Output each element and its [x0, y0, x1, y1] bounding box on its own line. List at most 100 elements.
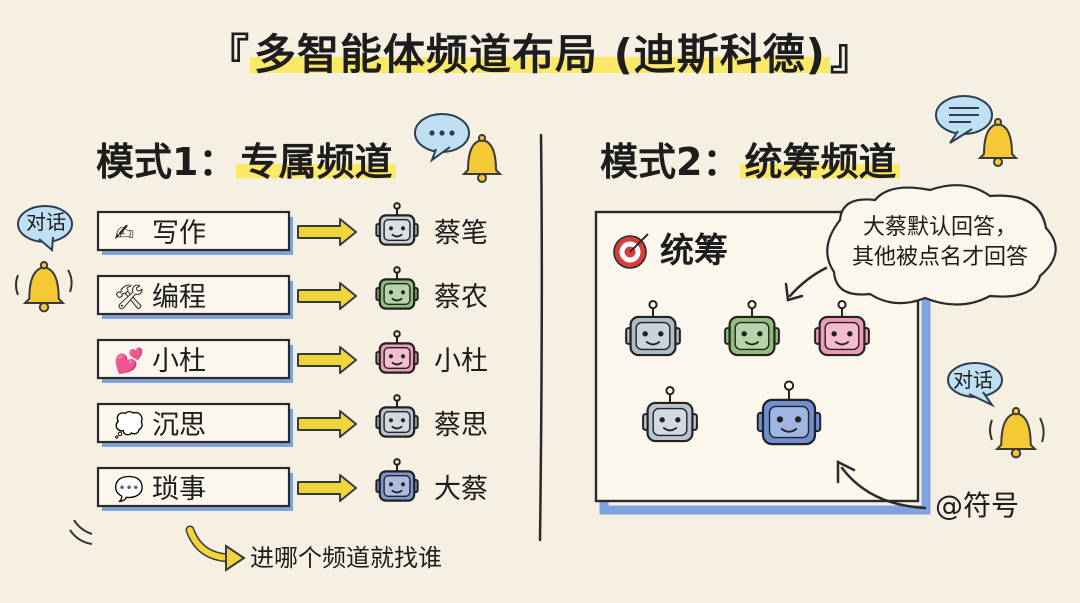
channel-icon-coding: 🛠: [114, 283, 145, 311]
mode2-bot-4: [642, 386, 698, 443]
robot-head: [378, 470, 416, 502]
mode2-bot-1: [625, 300, 681, 357]
mode2-side-bubble-text: 对话: [953, 368, 993, 392]
bot-name-writing: 蔡笔: [434, 218, 488, 249]
bubble-dot: [449, 130, 455, 136]
robot-mouth: [391, 489, 403, 494]
robot-face: [383, 346, 411, 370]
robot-head: [646, 401, 694, 443]
robot-mouth: [391, 297, 403, 302]
channel-box: [96, 338, 291, 380]
mode1-side-ring-mark: [15, 274, 19, 296]
robot-face: [635, 321, 671, 351]
robot-antenna-tip: [393, 458, 401, 466]
bot-name-thinking: 蔡思: [434, 410, 488, 441]
mode1-heading: 模式1：专属频道: [96, 140, 397, 184]
robot-face: [383, 474, 411, 498]
robot-head: [761, 398, 817, 446]
channel-arrow-writing: [297, 218, 357, 246]
bell-clapper: [477, 173, 487, 183]
mode2-bot-3: [814, 300, 870, 357]
channel-arrow-xiaodu: [297, 346, 357, 374]
bubble-tail: [968, 391, 995, 408]
robot-head: [378, 214, 416, 246]
arrow-shape: [297, 410, 357, 438]
robot-mouth: [834, 340, 850, 346]
robot-antenna-tip: [393, 394, 401, 402]
bell-body: [22, 266, 66, 304]
bot-avatar-writing: [375, 202, 419, 246]
mention-arrow-head: [836, 459, 856, 484]
bubble-tail: [949, 128, 973, 144]
robot-antenna-tip: [783, 380, 795, 391]
bell-clapper: [38, 302, 50, 313]
title-text: 多智能体频道布局 (迪斯科德): [249, 30, 830, 79]
footer-mark: [73, 519, 93, 535]
robot-eye-right: [675, 417, 681, 423]
robot-head: [728, 315, 776, 357]
target-icon: [613, 233, 649, 269]
center-divider: [538, 133, 544, 542]
robot-face: [383, 410, 411, 434]
mode2-cloud-shape: [826, 184, 1057, 306]
channel-row-coding: [96, 274, 293, 319]
bot-avatar-coding: [375, 266, 419, 310]
robot-head: [818, 315, 866, 357]
arrow-shape: [297, 474, 357, 502]
channel-row-xiaodu: [96, 338, 293, 383]
bell-clapper: [993, 157, 1003, 167]
bell-body: [977, 122, 1019, 159]
mode2-cloud-note: 大蔡默认回答， 其他被点名才回答: [830, 213, 1050, 272]
mode2-bell-icon: [977, 118, 1019, 167]
mode1-chat-bubble-icon: [414, 113, 470, 163]
bell-clapper: [1010, 448, 1022, 459]
robot-eye-right: [847, 331, 853, 337]
robot-head: [378, 278, 416, 310]
channel-box: [96, 210, 291, 252]
bell-top: [994, 118, 1002, 126]
robot-antenna-tip: [837, 300, 847, 310]
channel-arrow-thinking: [297, 410, 357, 438]
title-open-bracket: 『: [206, 30, 250, 79]
mode2-mention-note: @符号: [935, 489, 1020, 522]
channel-icon-xiaodu: 💕: [114, 347, 144, 375]
mode1-bell-icon: [461, 134, 503, 183]
arrow-shape: [297, 218, 357, 246]
mode2-label: 模式2：: [600, 140, 741, 184]
robot-eye-right: [400, 354, 406, 359]
robot-mouth: [391, 361, 403, 366]
mode2-chat-bubble-icon: [935, 95, 993, 144]
bot-name-xiaodu: 小杜: [434, 346, 488, 377]
robot-antenna-tip: [393, 330, 401, 338]
footer-mark: [69, 529, 93, 545]
channel-arrow-coding: [297, 282, 357, 310]
mode2-channel-label: 统筹: [660, 231, 728, 271]
mode2-bot-5: [756, 380, 822, 446]
robot-head: [378, 342, 416, 374]
mode1-name: 专属频道: [236, 140, 397, 184]
channel-label-writing: 写作: [152, 218, 206, 249]
mode1-side-bubble: [17, 205, 73, 253]
channel-label-thinking: 沉思: [152, 410, 206, 441]
robot-eye-right: [400, 226, 406, 231]
bubble-tail: [38, 236, 54, 253]
channel-arrow-misc: [297, 474, 357, 502]
robot-antenna-tip: [393, 202, 401, 210]
cloud-arrow-head: [784, 282, 804, 302]
cloud-outline: [826, 184, 1057, 306]
bot-avatar-thinking: [375, 394, 419, 438]
robot-eye-right: [400, 290, 406, 295]
bubble-dot: [429, 130, 435, 136]
bot-avatar-misc: [375, 458, 419, 502]
robot-head: [378, 406, 416, 438]
mode2-heading: 模式2：统筹频道: [600, 140, 901, 184]
robot-eye-left: [831, 331, 837, 337]
bot-avatar-xiaodu: [375, 330, 419, 374]
robot-eye-right: [400, 482, 406, 487]
page-title: 『多智能体频道布局 (迪斯科德)』: [0, 30, 1080, 79]
bot-name-misc: 大蔡: [434, 474, 488, 505]
channel-label-xiaodu: 小杜: [152, 346, 206, 377]
bell-body: [994, 412, 1038, 450]
robot-eye-left: [741, 331, 747, 337]
